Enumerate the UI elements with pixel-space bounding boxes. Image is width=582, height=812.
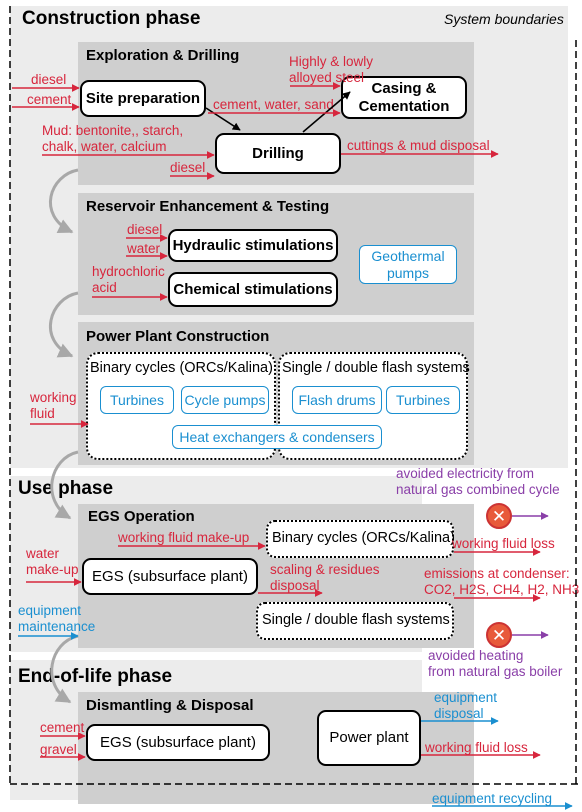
power-plant-title: Power Plant Construction [86, 328, 270, 345]
binary-cycles-op-label: Binary cycles (ORCs/Kalina) [272, 530, 455, 546]
label-diesel-3: diesel [127, 222, 163, 237]
site-preparation-box: Site preparation [80, 80, 206, 117]
exploration-title: Exploration & Drilling [86, 47, 240, 64]
label-cement-2: cement [40, 720, 85, 735]
casing-cementation-box: Casing &Cementation [341, 76, 467, 119]
label-cuttings: cuttings & mud disposal [347, 138, 490, 153]
turbines-box-1: Turbines [100, 386, 174, 414]
dismantling-title: Dismantling & Disposal [86, 697, 254, 714]
hydraulic-stimulations-box: Hydraulic stimulations [168, 229, 338, 262]
egs-subsurface-box-eol: EGS (subsurface plant) [86, 724, 270, 761]
label-mud: Mud: bentonite,, starch,chalk, water, ca… [42, 123, 184, 154]
label-cement-1: cement [27, 92, 72, 107]
label-diesel-2: diesel [170, 160, 206, 175]
binary-cycles-op-box [266, 520, 454, 558]
cross-icon-heating: ✕ [486, 622, 512, 648]
construction-phase-title: Construction phase [22, 8, 201, 29]
reservoir-title: Reservoir Enhancement & Testing [86, 198, 330, 215]
label-working-fluid-makeup: working fluid make-up [118, 530, 250, 545]
drilling-box: Drilling [215, 133, 341, 174]
egs-subsurface-box-op: EGS (subsurface plant) [82, 558, 258, 595]
flash-systems-op-box [256, 602, 454, 640]
label-gravel: gravel [40, 742, 77, 757]
eol-phase-title: End-of-life phase [18, 666, 173, 687]
cycle-pumps-box: Cycle pumps [181, 386, 269, 414]
flash-drums-box: Flash drums [292, 386, 382, 414]
chemical-stimulations-box: Chemical stimulations [168, 272, 338, 307]
power-plant-box-eol: Power plant [317, 710, 421, 766]
label-emissions: emissions at condenser:CO2, H2S, CH4, H2… [424, 566, 580, 597]
label-working-fluid-loss-2: working fluid loss [425, 740, 528, 755]
binary-cycles-group-title: Binary cycles (ORCs/Kalina) [90, 360, 273, 376]
system-boundaries-label: System boundaries [444, 11, 564, 27]
use-phase-title: Use phase [18, 478, 114, 499]
label-water-1: water [127, 241, 161, 256]
label-diesel-1: diesel [31, 72, 67, 87]
operation-title: EGS Operation [88, 508, 195, 525]
label-equipment-recycling: equipment recycling [432, 791, 553, 806]
flash-systems-op-label: Single / double flash systems [262, 612, 450, 628]
cross-icon-electricity: ✕ [486, 503, 512, 529]
label-working-fluid-loss-1: working fluid loss [452, 536, 555, 551]
label-cement-water-sand: cement, water, sand [213, 97, 334, 112]
phase-connectors [49, 168, 79, 704]
turbines-box-2: Turbines [386, 386, 460, 414]
heat-exchangers-box: Heat exchangers & condensers [172, 425, 382, 449]
system-boundary [9, 6, 578, 785]
flash-systems-group-title: Single / double flash systems [282, 360, 470, 376]
